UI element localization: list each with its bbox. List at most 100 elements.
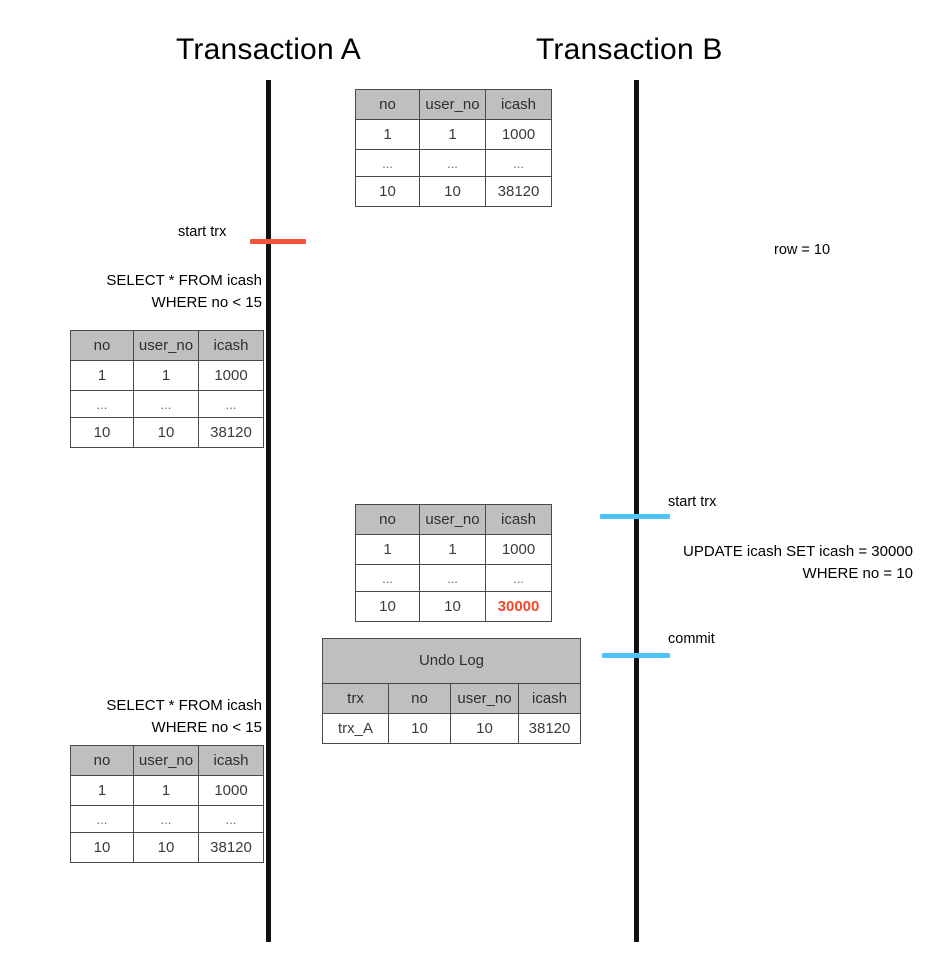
cell-user-no: 1 (419, 119, 486, 150)
cell-no: 1 (355, 119, 420, 150)
cell-icash: 1000 (485, 534, 552, 565)
table-row-ellipsis: ... ... ... (355, 564, 552, 592)
cell-user-no: 1 (133, 360, 199, 391)
b-update-line-2: WHERE no = 10 (802, 565, 913, 582)
tick-a-start-trx (250, 239, 306, 244)
column-header-icash: icash (485, 504, 552, 535)
column-header-trx: trx (322, 683, 389, 714)
table-row-ellipsis: ... ... ... (70, 390, 264, 418)
column-header-user-no: user_no (419, 89, 486, 120)
a-select-2-line-1: SELECT * FROM icash (106, 697, 262, 714)
cell-icash: ... (485, 149, 552, 177)
label-b-start-trx: start trx (668, 494, 717, 510)
cell-user-no: 1 (133, 775, 199, 806)
a-select-1-line-2: WHERE no < 15 (151, 294, 262, 311)
cell-user-no: 10 (133, 832, 199, 863)
table-row: 10 10 38120 (70, 832, 264, 863)
cell-icash: 38120 (198, 417, 264, 448)
cell-icash: 38120 (518, 713, 581, 744)
select-result-table-1: no user_no icash 1 1 1000 ... ... ... 10… (70, 330, 264, 448)
transaction-a-title: Transaction A (176, 33, 361, 66)
cell-user-no: 1 (419, 534, 486, 565)
table-row-ellipsis: ... ... ... (70, 805, 264, 833)
transaction-b-timeline (634, 80, 639, 942)
column-header-user-no: user_no (419, 504, 486, 535)
a-select-2-line-2: WHERE no < 15 (151, 719, 262, 736)
cell-icash-updated: 30000 (485, 591, 552, 622)
cell-icash: 1000 (198, 360, 264, 391)
table-header-row: no user_no icash (355, 89, 552, 120)
cell-icash: 1000 (198, 775, 264, 806)
a-select-statement-2: SELECT * FROM icash WHERE no < 15 (40, 695, 262, 739)
transaction-a-timeline (266, 80, 271, 942)
table-row: 10 10 38120 (70, 417, 264, 448)
cell-no: 10 (355, 591, 420, 622)
undo-log-title: Undo Log (322, 638, 581, 683)
cell-trx: trx_A (322, 713, 389, 744)
cell-no: 1 (355, 534, 420, 565)
b-update-statement: UPDATE icash SET icash = 30000 WHERE no … (613, 541, 913, 585)
initial-state-table: no user_no icash 1 1 1000 ... ... ... 10… (355, 89, 552, 207)
table-row-ellipsis: ... ... ... (355, 149, 552, 177)
cell-no: ... (355, 149, 420, 177)
cell-no: ... (70, 390, 134, 418)
undo-log-table: Undo Log trx no user_no icash trx_A 10 1… (322, 638, 581, 744)
cell-icash: 38120 (485, 176, 552, 207)
cell-icash: 1000 (485, 119, 552, 150)
table-row: 10 10 38120 (355, 176, 552, 207)
cell-user-no: 10 (419, 176, 486, 207)
column-header-icash: icash (198, 745, 264, 776)
column-header-no: no (355, 504, 420, 535)
table-row: 10 10 30000 (355, 591, 552, 622)
column-header-no: no (70, 745, 134, 776)
cell-no: 10 (70, 417, 134, 448)
cell-no: ... (70, 805, 134, 833)
cell-icash: ... (198, 805, 264, 833)
column-header-user-no: user_no (450, 683, 519, 714)
column-header-icash: icash (485, 89, 552, 120)
tick-b-commit (602, 653, 670, 658)
cell-user-no: 10 (133, 417, 199, 448)
cell-no: 10 (388, 713, 451, 744)
b-update-line-1: UPDATE icash SET icash = 30000 (683, 543, 913, 560)
table-header-row: no user_no icash (70, 745, 264, 776)
cell-icash: ... (198, 390, 264, 418)
table-header-row: no user_no icash (355, 504, 552, 535)
column-header-icash: icash (518, 683, 581, 714)
transaction-b-title: Transaction B (536, 33, 723, 66)
column-header-no: no (355, 89, 420, 120)
table-header-row: no user_no icash (70, 330, 264, 361)
cell-icash: ... (485, 564, 552, 592)
table-row: 1 1 1000 (70, 360, 264, 391)
cell-user-no: ... (133, 390, 199, 418)
a-select-1-line-1: SELECT * FROM icash (106, 272, 262, 289)
column-header-user-no: user_no (133, 330, 199, 361)
column-header-user-no: user_no (133, 745, 199, 776)
table-header-row: trx no user_no icash (322, 683, 581, 714)
table-row: 1 1 1000 (355, 119, 552, 150)
a-select-statement-1: SELECT * FROM icash WHERE no < 15 (40, 270, 262, 314)
cell-no: 1 (70, 360, 134, 391)
column-header-no: no (70, 330, 134, 361)
table-row: 1 1 1000 (70, 775, 264, 806)
column-header-no: no (388, 683, 451, 714)
table-row: 1 1 1000 (355, 534, 552, 565)
cell-no: 1 (70, 775, 134, 806)
cell-icash: 38120 (198, 832, 264, 863)
cell-user-no: ... (419, 149, 486, 177)
after-update-table: no user_no icash 1 1 1000 ... ... ... 10… (355, 504, 552, 622)
note-row-count: row = 10 (774, 242, 831, 258)
table-row: trx_A 10 10 38120 (322, 713, 581, 744)
tick-b-start-trx (600, 514, 670, 519)
cell-no: 10 (70, 832, 134, 863)
select-result-table-2: no user_no icash 1 1 1000 ... ... ... 10… (70, 745, 264, 863)
cell-user-no: ... (133, 805, 199, 833)
label-a-start-trx: start trx (178, 224, 227, 240)
cell-no: ... (355, 564, 420, 592)
cell-user-no: 10 (450, 713, 519, 744)
label-b-commit: commit (668, 631, 715, 647)
cell-user-no: 10 (419, 591, 486, 622)
column-header-icash: icash (198, 330, 264, 361)
cell-user-no: ... (419, 564, 486, 592)
